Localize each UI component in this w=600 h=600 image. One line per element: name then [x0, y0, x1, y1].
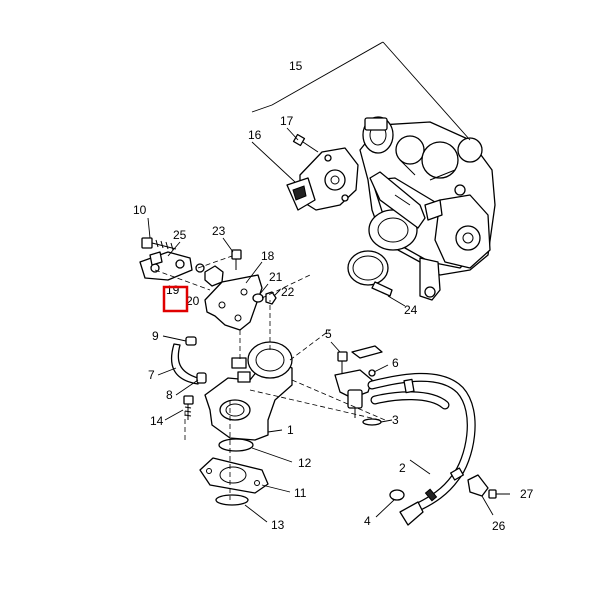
- callout-3: 3: [392, 413, 399, 427]
- callout-6: 6: [392, 356, 399, 370]
- callout-18: 18: [261, 249, 275, 263]
- screw-14: [183, 395, 194, 420]
- callout-5: 5: [325, 327, 332, 341]
- nut-22: [265, 291, 277, 305]
- callout-19: 19: [166, 283, 180, 297]
- callout-23: 23: [212, 224, 226, 238]
- callout-labels: 15 17 16 10 25 23 18 21 22 19 20 24 9 7 …: [133, 59, 534, 533]
- fuel-hose-2: [367, 372, 476, 526]
- spacer-20: [195, 263, 224, 287]
- clip-26: [467, 474, 489, 497]
- intake-manifold: [204, 341, 293, 441]
- callout-22: 22: [281, 285, 295, 299]
- callout-9: 9: [152, 329, 159, 343]
- throttle-body: [359, 116, 496, 301]
- callout-17: 17: [280, 114, 294, 128]
- callout-8: 8: [166, 388, 173, 402]
- callout-27: 27: [520, 487, 534, 501]
- throttle-position-sensor: [286, 147, 359, 211]
- screw-17: [292, 133, 319, 153]
- screw-27: [488, 489, 510, 499]
- gasket-11: [199, 457, 269, 494]
- callout-13: 13: [271, 518, 285, 532]
- callout-10: 10: [133, 203, 147, 217]
- bracket-18: [204, 274, 263, 331]
- bracket-25: [139, 251, 193, 281]
- hose-clamp-24: [347, 250, 393, 297]
- leader-lines: [147, 41, 494, 523]
- callout-24: 24: [404, 303, 418, 317]
- callout-20: 20: [186, 294, 200, 308]
- washer-21: [252, 293, 264, 303]
- callout-4: 4: [364, 514, 371, 528]
- callout-21: 21: [269, 270, 283, 284]
- callout-11: 11: [294, 486, 307, 500]
- fuel-injector: [334, 345, 383, 426]
- hose-7: [170, 336, 207, 385]
- o-ring-12: [218, 438, 254, 452]
- screw-23: [231, 249, 242, 270]
- callout-16: 16: [248, 128, 262, 142]
- callout-25: 25: [173, 228, 187, 242]
- o-ring-13: [215, 494, 249, 506]
- screw-10: [141, 237, 177, 251]
- highlight-box: [162, 285, 189, 313]
- callout-1: 1: [287, 423, 294, 437]
- callout-14: 14: [150, 414, 164, 428]
- callout-12: 12: [298, 456, 312, 470]
- clamp-4: [389, 489, 405, 501]
- alignment-lines: [154, 255, 386, 500]
- callout-7: 7: [148, 368, 155, 382]
- callout-26: 26: [492, 519, 506, 533]
- callout-2: 2: [399, 461, 406, 475]
- callout-15: 15: [289, 59, 303, 73]
